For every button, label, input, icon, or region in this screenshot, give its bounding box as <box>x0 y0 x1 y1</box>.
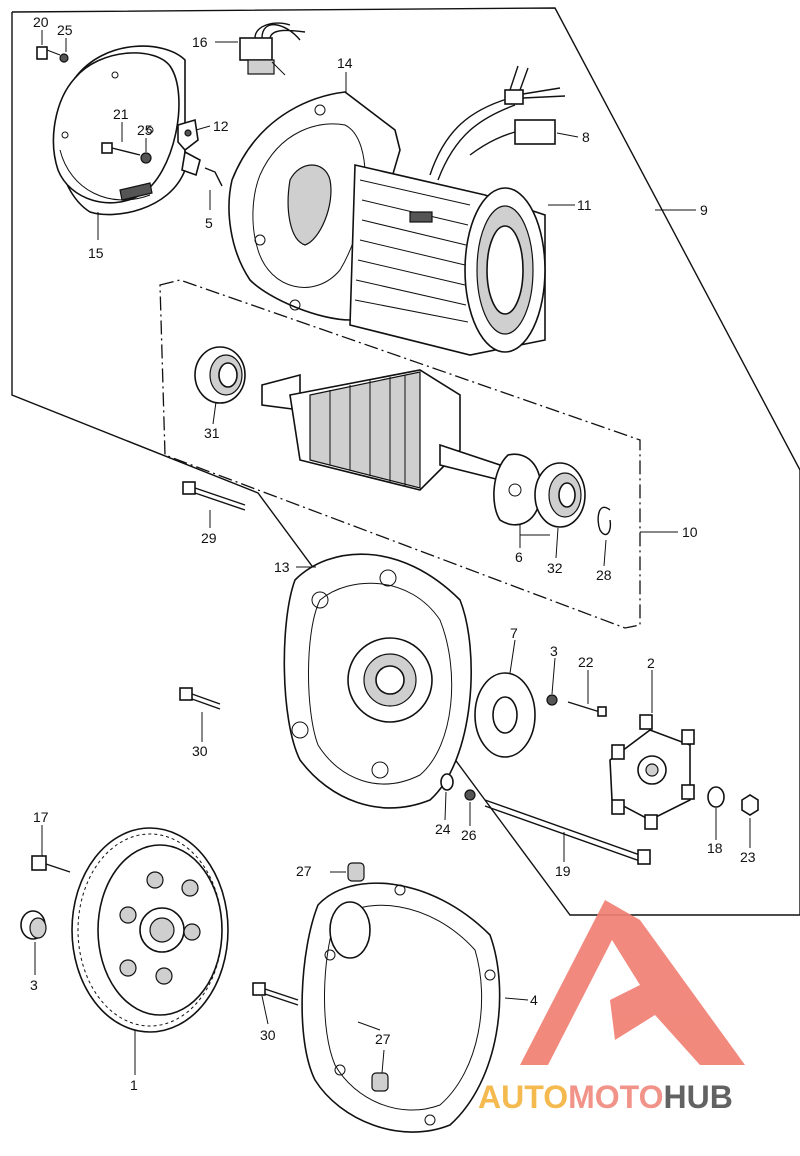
callout-3-lower: 3 <box>30 977 38 993</box>
callout-19: 19 <box>555 863 571 879</box>
callout-22: 22 <box>578 654 594 670</box>
callout-31: 31 <box>204 425 220 441</box>
part-bolt-17 <box>31 855 71 873</box>
watermark-moto: MOTO <box>568 1079 663 1115</box>
callout-4: 4 <box>530 992 538 1008</box>
watermark-auto: AUTO <box>478 1079 568 1115</box>
part-end-cover <box>52 45 186 216</box>
callout-7: 7 <box>510 625 518 641</box>
part-washer-18 <box>707 786 725 808</box>
callout-27-lower: 27 <box>375 1031 391 1047</box>
callout-27-upper: 27 <box>296 863 312 879</box>
callout-16: 16 <box>192 34 208 50</box>
callout-1: 1 <box>130 1077 138 1093</box>
part-dowel-27-upper <box>347 862 365 882</box>
callout-10: 10 <box>682 524 698 540</box>
part-screw-21 <box>101 142 152 164</box>
callout-25-mid: 25 <box>137 122 153 138</box>
part-connector-8 <box>429 65 566 181</box>
callout-26: 26 <box>461 827 477 843</box>
watermark-text: AUTOMOTOHUB <box>478 1079 733 1115</box>
part-terminal-16 <box>239 22 306 75</box>
callout-24: 24 <box>435 821 451 837</box>
callout-17: 17 <box>33 809 49 825</box>
callout-12: 12 <box>213 118 229 134</box>
callout-30-lower: 30 <box>260 1027 276 1043</box>
callout-14: 14 <box>337 55 353 71</box>
part-bolt-30-upper <box>179 687 221 710</box>
leader-lines <box>34 30 751 1075</box>
part-stator-11 <box>349 164 546 356</box>
callout-5: 5 <box>205 215 213 231</box>
part-bolt-29 <box>182 481 246 511</box>
callout-32: 32 <box>547 560 563 576</box>
part-washer-26 <box>464 789 476 801</box>
callout-29: 29 <box>201 530 217 546</box>
callout-8: 8 <box>582 129 590 145</box>
group-9-outline <box>11 7 800 916</box>
watermark-logo <box>520 900 745 1065</box>
part-washer-24 <box>440 773 454 791</box>
part-housing-4 <box>301 882 501 1133</box>
part-circlip-28 <box>597 506 612 536</box>
part-bush-3 <box>20 910 47 940</box>
part-brush-holder <box>177 118 223 187</box>
part-flywheel-1 <box>71 827 229 1033</box>
watermark: AUTOMOTOHUB <box>478 900 745 1115</box>
part-rotor <box>261 369 501 491</box>
callout-labels: 1 2 3 3 4 5 6 7 8 9 10 11 12 13 14 15 16… <box>30 14 756 1093</box>
callout-2: 2 <box>647 655 655 671</box>
callout-23: 23 <box>740 849 756 865</box>
callout-20: 20 <box>33 14 49 30</box>
callout-28: 28 <box>596 567 612 583</box>
part-screw-20 <box>36 46 69 63</box>
callout-6: 6 <box>515 549 523 565</box>
part-gasket-7 <box>474 672 536 758</box>
callout-9: 9 <box>700 202 708 218</box>
callout-21: 21 <box>113 106 129 122</box>
callout-25-top: 25 <box>57 22 73 38</box>
part-coupling-2 <box>609 714 695 830</box>
part-plate-6 <box>493 453 542 526</box>
callout-11: 11 <box>577 197 592 213</box>
part-nut-23 <box>741 794 759 816</box>
callout-13: 13 <box>274 559 290 575</box>
part-bearing-31 <box>194 346 246 404</box>
part-washer-3-upper <box>546 694 558 706</box>
watermark-hub: HUB <box>663 1079 732 1115</box>
part-dowel-27-lower <box>371 1072 389 1092</box>
callout-15: 15 <box>88 245 104 261</box>
part-bolt-22 <box>567 701 607 717</box>
callout-3-upper: 3 <box>550 643 558 659</box>
part-adaptor-13 <box>283 553 472 809</box>
part-stud-19 <box>484 799 651 865</box>
callout-18: 18 <box>707 840 723 856</box>
callout-30-upper: 30 <box>192 743 208 759</box>
part-bearing-32 <box>534 462 586 528</box>
part-bolt-30-lower <box>252 982 299 1006</box>
